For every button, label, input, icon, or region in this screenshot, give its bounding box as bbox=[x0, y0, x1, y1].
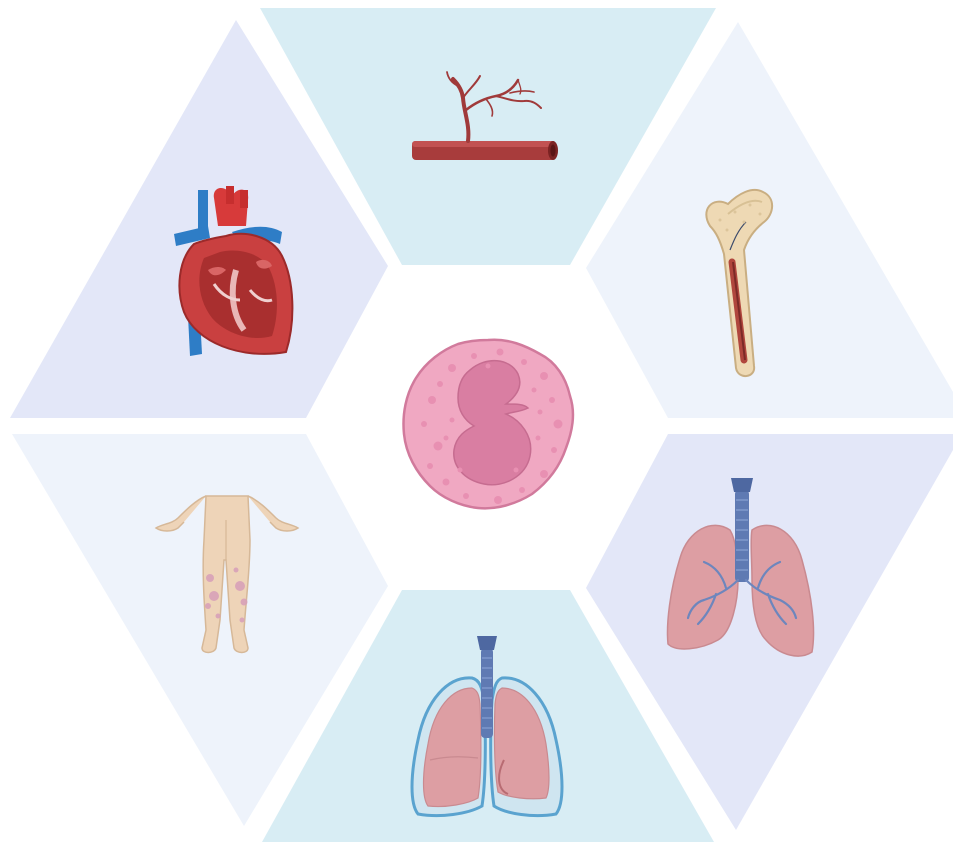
neutrophil-cell-icon bbox=[404, 340, 573, 509]
